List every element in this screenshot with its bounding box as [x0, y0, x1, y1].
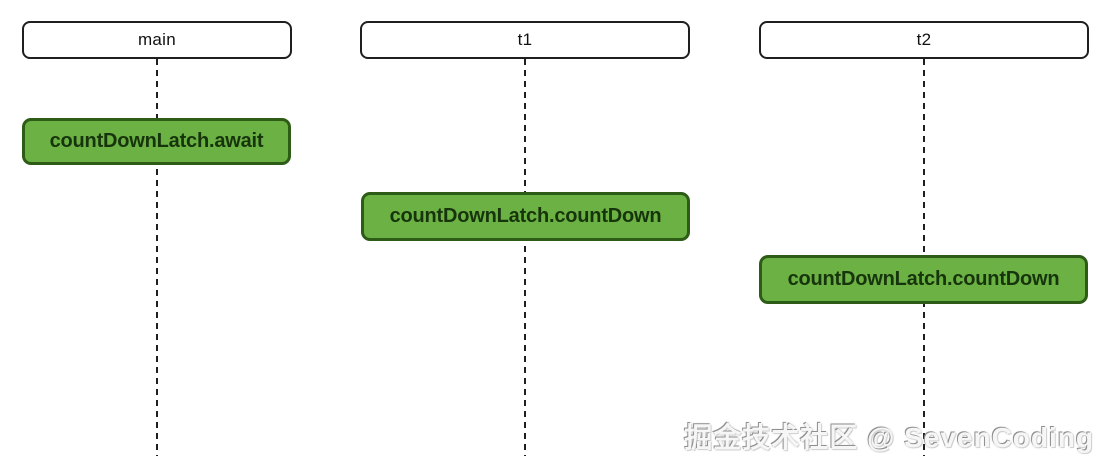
lifeline-t1	[524, 59, 526, 456]
lifeline-main	[156, 59, 158, 456]
participant-t2: t2	[759, 21, 1089, 59]
participant-t1: t1	[360, 21, 690, 59]
participant-t2-label: t2	[916, 30, 932, 49]
activation-main-await: countDownLatch.await	[22, 118, 291, 165]
activation-t1-countdown: countDownLatch.countDown	[361, 192, 690, 241]
watermark-text: 掘金技术社区 @ SevenCoding	[684, 422, 1094, 453]
participant-main: main	[22, 21, 292, 59]
participant-main-label: main	[137, 30, 177, 49]
participant-t1-label: t1	[517, 30, 533, 49]
activation-t2-countdown: countDownLatch.countDown	[759, 255, 1088, 304]
